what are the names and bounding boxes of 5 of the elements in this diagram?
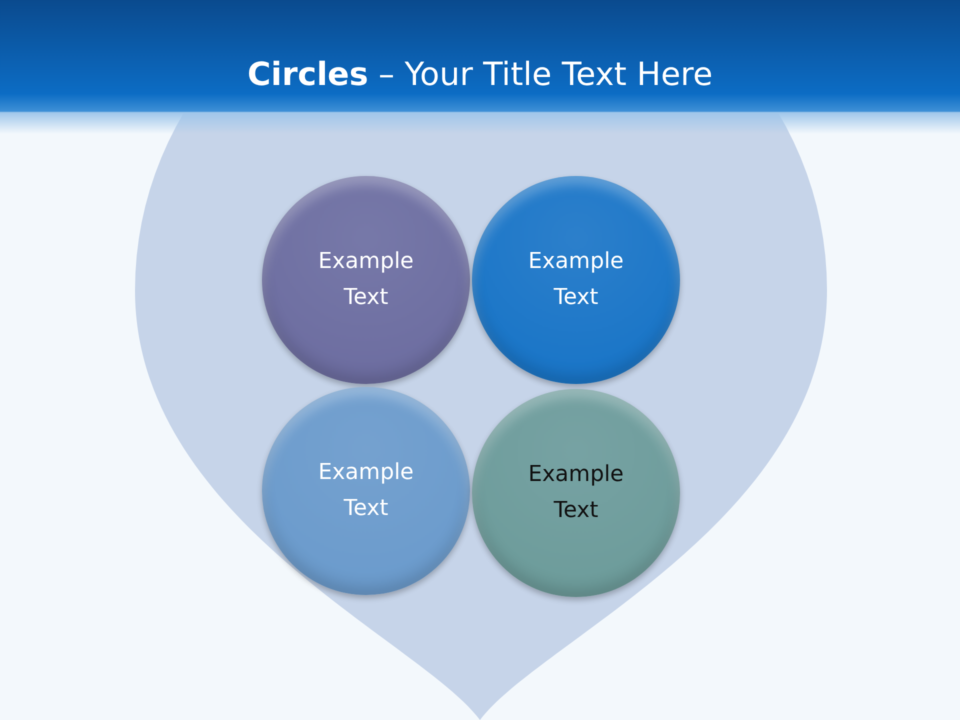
node-label: Example Text	[317, 248, 415, 312]
slide-title: Circles – Your Title Text Here	[246, 54, 714, 95]
node-label: Example Text	[317, 459, 415, 523]
node-label: Example Text	[527, 461, 625, 525]
node-label: Example Text	[527, 248, 625, 312]
